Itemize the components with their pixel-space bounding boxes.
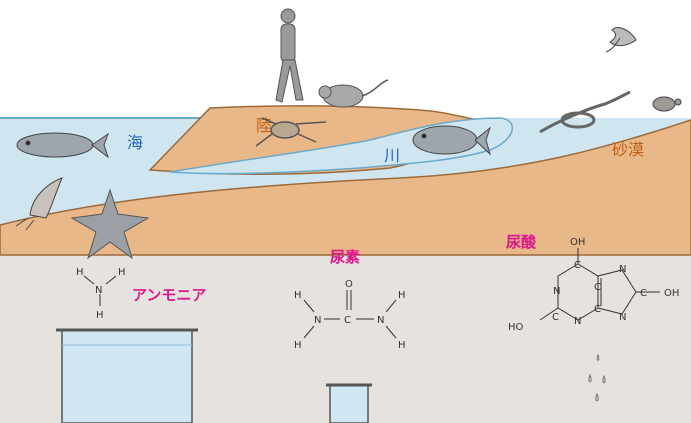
ammonia-h2: H	[118, 267, 126, 278]
urea-n2: N	[377, 315, 384, 326]
uric-n2: N	[574, 316, 581, 327]
uric-oh-top: OH	[570, 237, 585, 248]
urea-h4: H	[398, 340, 406, 351]
uric-c2: C	[552, 312, 559, 323]
uric-ho: HO	[508, 322, 524, 333]
uric-oh-right: OH	[664, 288, 679, 299]
ammonia-h1: H	[76, 267, 84, 278]
sea-label: 海	[127, 133, 143, 152]
desert-label: 砂漠	[612, 140, 644, 159]
urea-h1: H	[294, 290, 302, 301]
uric-acid-label: 尿酸	[506, 233, 537, 251]
uric-c5: C	[640, 288, 647, 299]
river-label: 川	[384, 146, 400, 165]
urea-h3: H	[398, 290, 406, 301]
ammonia-label: アンモニア	[132, 286, 206, 304]
uric-n1: N	[553, 286, 560, 297]
uric-c1: C	[574, 260, 581, 271]
urea-h2: H	[294, 340, 302, 351]
large-beaker	[56, 330, 198, 423]
uric-c3: C	[594, 282, 601, 293]
small-beaker	[326, 385, 372, 423]
urea-label: 尿素	[330, 248, 360, 266]
uric-c4: C	[594, 304, 601, 315]
urea-n1: N	[314, 315, 321, 326]
ammonia-h3: H	[96, 310, 104, 321]
uric-n4: N	[619, 312, 626, 323]
urea-o: O	[345, 279, 353, 290]
urea-c: C	[344, 315, 351, 326]
uric-n3: N	[619, 264, 626, 275]
ammonia-n: N	[95, 285, 102, 296]
